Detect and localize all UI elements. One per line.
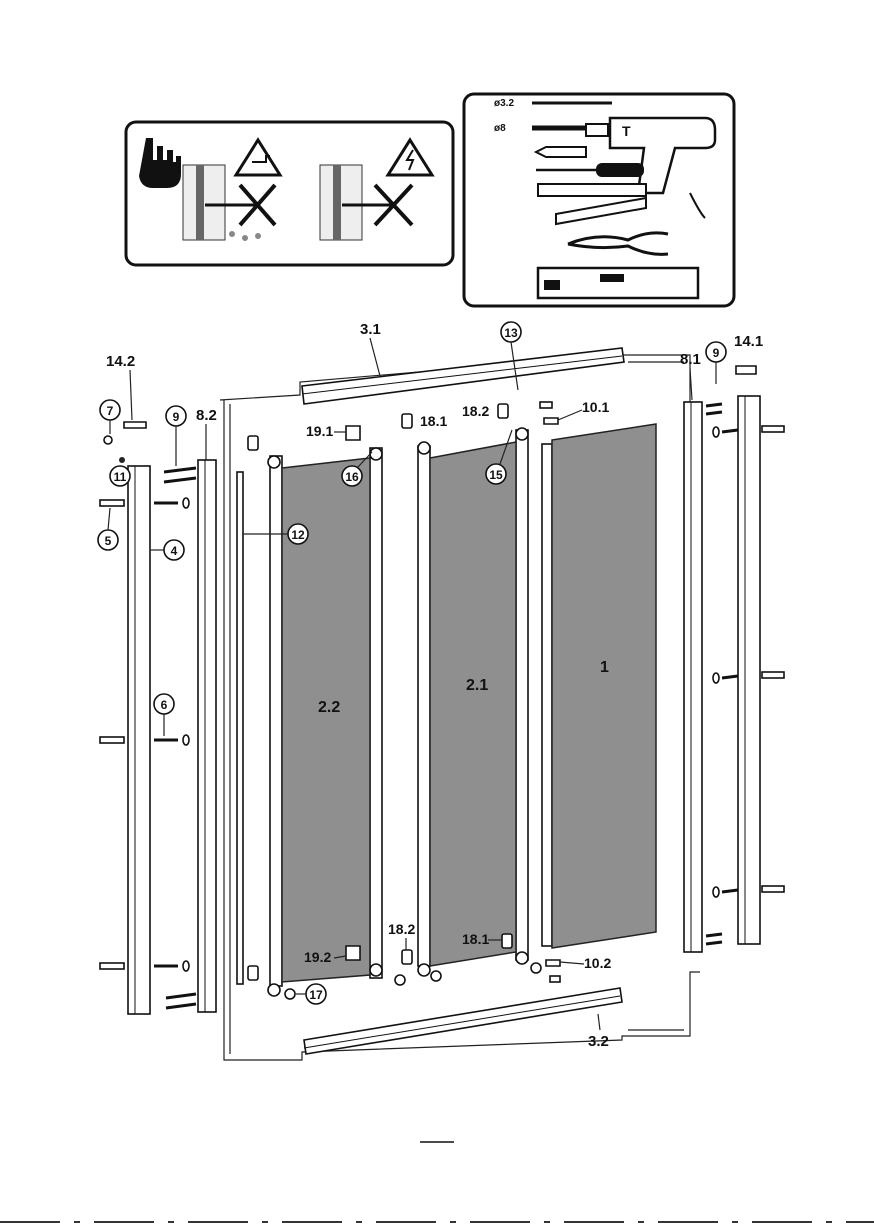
svg-text:11: 11 [114,470,127,484]
callout-11: 11 [110,466,130,486]
label-18-2-bottom: 18.2 [388,921,415,937]
callout-13: 13 [501,322,521,390]
callout-4: 4 [150,540,184,560]
svg-text:16: 16 [345,470,359,484]
wall-profile-right [738,396,760,944]
label-panel-2-2: 2.2 [318,699,340,716]
label-3-1: 3.1 [360,321,381,338]
svg-text:17: 17 [309,988,323,1002]
label-10-1: 10.1 [582,399,609,415]
svg-text:13: 13 [504,326,518,340]
spirit-level-icon [538,268,698,298]
svg-text:7: 7 [107,404,114,418]
vertical-profile-right [684,402,702,952]
svg-text:15: 15 [489,468,503,482]
callout-5: 5 [98,508,118,550]
drill-bit-size-1: ø3.2 [494,98,514,109]
top-rail [302,348,624,404]
label-10-2: 10.2 [584,955,611,971]
svg-text:4: 4 [171,544,178,558]
tools-box: ø3.2 ø8 T [464,94,734,306]
label-19-2: 19.2 [304,949,331,965]
door-panel-2-2 [268,448,382,996]
warning-box [126,122,453,265]
door-panel-2-1 [418,428,528,976]
bottom-rail [304,988,622,1054]
label-8-1: 8.1 [680,351,701,368]
drill-brand-letter: T [622,123,631,139]
label-14-2: 14.2 [106,353,135,370]
callout-9-left: 9 [166,406,186,466]
label-8-2: 8.2 [196,407,217,424]
label-19-1: 19.1 [306,423,333,439]
seal-strip [237,472,243,984]
callout-7: 7 [100,400,120,434]
svg-text:6: 6 [161,698,168,712]
wall-profile-left [128,466,150,1014]
svg-text:9: 9 [173,410,180,424]
callout-17: 17 [296,984,326,1004]
label-18-2-top: 18.2 [462,403,489,419]
svg-text:12: 12 [291,528,305,542]
label-3-2: 3.2 [588,1033,609,1050]
svg-text:5: 5 [105,534,112,548]
pencil-icon [536,147,586,157]
label-14-1: 14.1 [734,333,763,350]
label-panel-2-1: 2.1 [466,677,488,694]
callout-6: 6 [154,694,174,736]
callout-9-right: 9 [706,342,726,384]
label-18-1-top: 18.1 [420,413,447,429]
label-18-1-bottom: 18.1 [462,931,489,947]
fixed-panel-1 [542,424,656,948]
drill-bit-size-2: ø8 [494,123,506,134]
svg-text:9: 9 [713,346,720,360]
label-panel-1: 1 [600,659,609,676]
vertical-profile-left [198,460,216,1012]
